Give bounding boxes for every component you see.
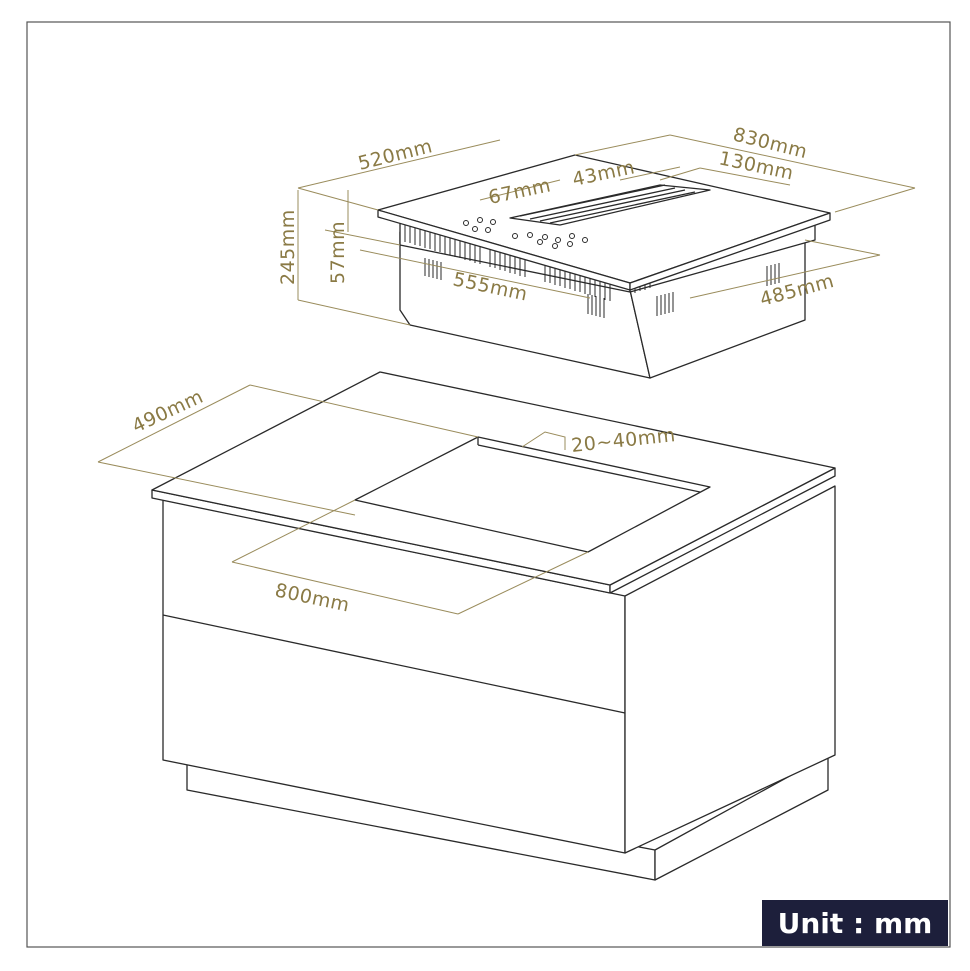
hob-glass-edge-side [629, 212, 831, 291]
countertop [151, 371, 836, 586]
plinth-side [654, 754, 829, 881]
cutout-inner [477, 444, 701, 493]
dimension-lines [97, 134, 916, 615]
label-hob-depth: 520mm [356, 135, 435, 175]
unit-badge: Unit : mm [762, 900, 948, 946]
cabinet [151, 371, 836, 881]
label-total-height: 245mm [277, 209, 299, 285]
label-counter-depth: 490mm [129, 386, 207, 438]
hob [377, 154, 831, 379]
frame [26, 21, 951, 948]
drawer-split [162, 614, 626, 714]
downdraft-louvers [519, 184, 696, 224]
label-top-height: 57mm [327, 221, 349, 284]
cutout [354, 436, 711, 553]
touch-controls [463, 217, 588, 249]
cabinet-side [624, 485, 836, 854]
